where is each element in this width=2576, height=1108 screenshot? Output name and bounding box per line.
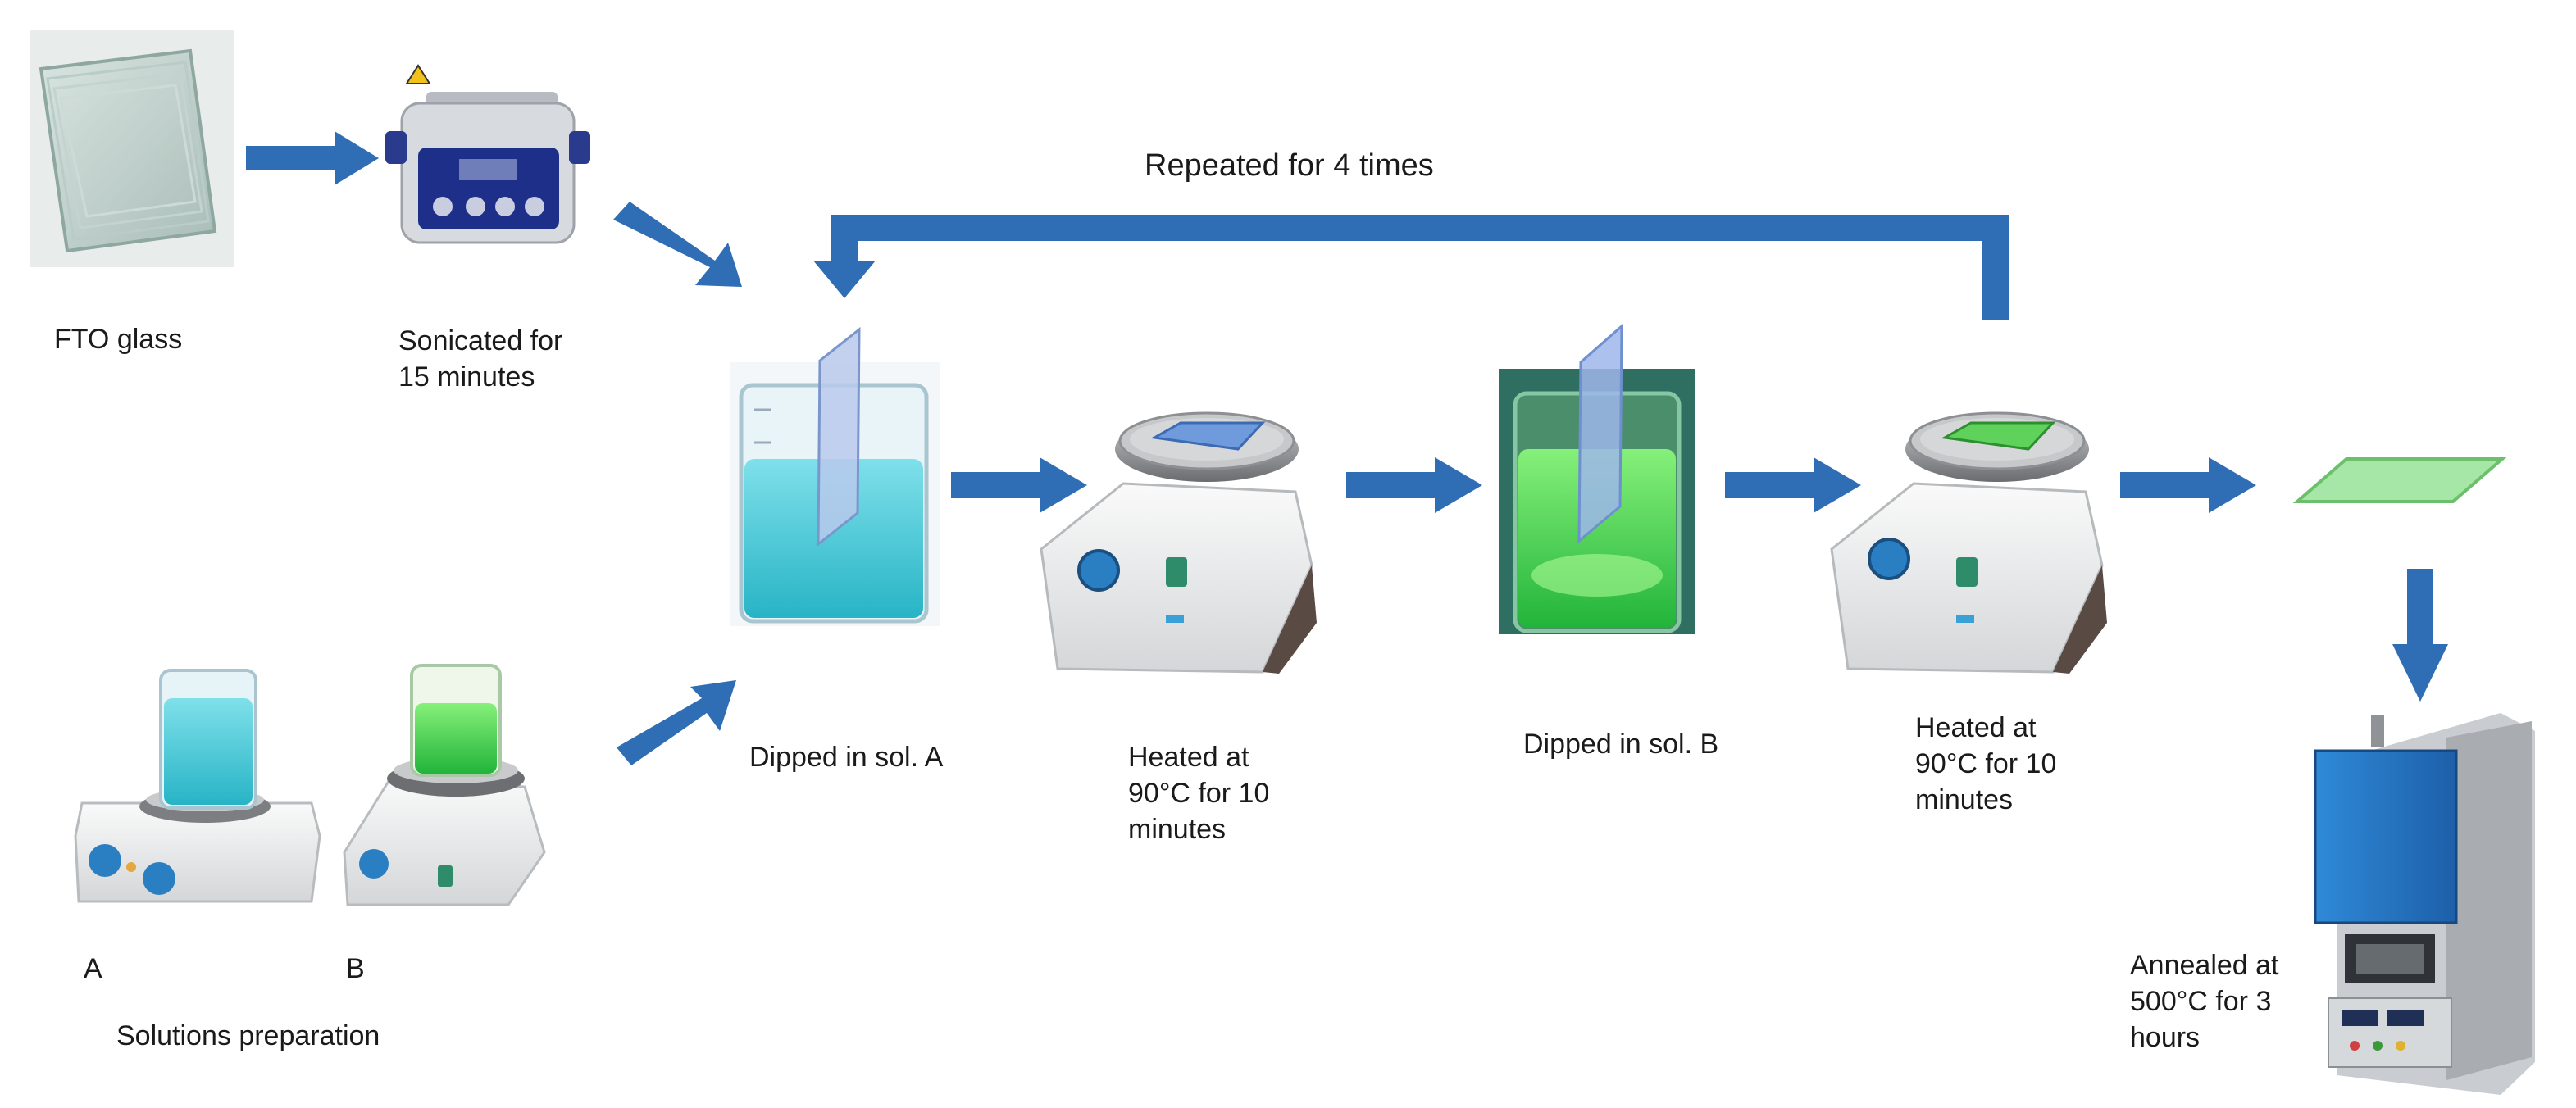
label-solutions-preparation: Solutions preparation: [116, 1020, 380, 1051]
arrow-dip-a-to-heat: [951, 457, 1087, 513]
arrow-dip-b-to-heat: [1725, 457, 1861, 513]
label-sonicated: Sonicated for 15 minutes: [398, 325, 563, 393]
label-heated-1: Heated at 90°C for 10 minutes: [1128, 742, 1270, 845]
label-dipped-b: Dipped in sol. B: [1523, 729, 1719, 760]
beaker-solution-b-icon: [1499, 323, 1695, 634]
arrow-sonicator-to-dip-a: [613, 202, 742, 287]
arrow-heat-to-dip-b: [1346, 457, 1482, 513]
arrow-solutions-to-dip-a: [617, 680, 736, 765]
muffle-furnace-icon: [2314, 713, 2535, 1095]
fto-glass-stack-icon: [30, 30, 234, 267]
arrow-fto-to-sonicator: [246, 131, 379, 185]
arrow-repeat-loop: [813, 215, 2009, 320]
label-solution-a: A: [84, 953, 102, 984]
arrow-heat-to-film: [2120, 457, 2256, 513]
coated-film-icon: [2292, 457, 2507, 503]
solution-a-stirrer-icon: [74, 669, 321, 903]
label-repeated: Repeated for 4 times: [1145, 148, 1434, 183]
solution-b-stirrer-icon: [343, 664, 546, 906]
arrow-film-to-furnace: [2392, 569, 2448, 702]
label-dipped-a: Dipped in sol. A: [749, 742, 944, 773]
label-heated-2: Heated at 90°C for 10 minutes: [1915, 712, 2057, 815]
hotplate-stirrer-icon: [1040, 411, 1317, 674]
hotplate-stirrer-icon: [1830, 411, 2107, 674]
beaker-solution-a-icon: [730, 326, 940, 626]
label-solution-b: B: [346, 953, 365, 984]
label-annealed: Annealed at 500°C for 3 hours: [2130, 950, 2279, 1053]
label-fto-glass: FTO glass: [54, 324, 183, 355]
ultrasonic-bath-icon: [385, 64, 590, 244]
